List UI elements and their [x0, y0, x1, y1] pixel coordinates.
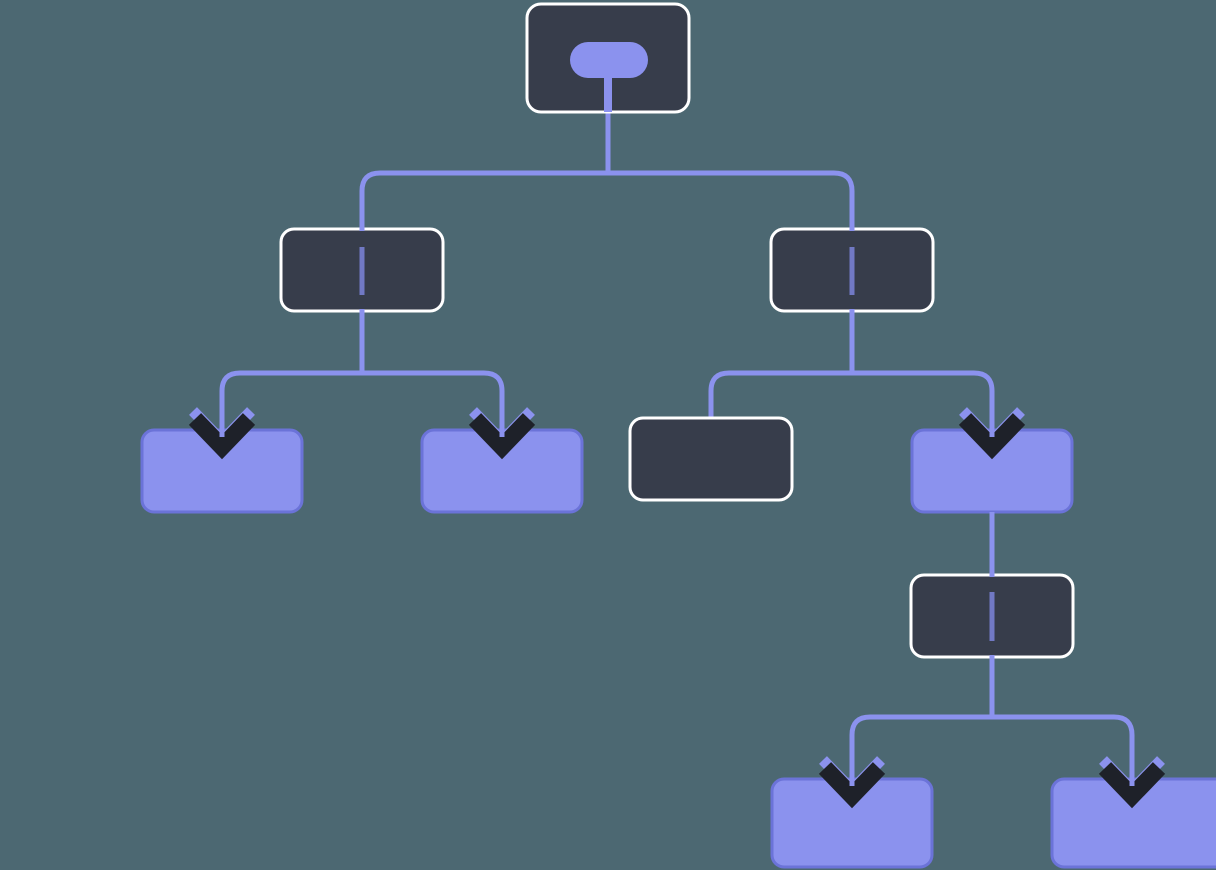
- edge-left1-to-leaf-b: [359, 311, 505, 436]
- edge-right1-to-accent: [849, 311, 995, 436]
- arrowhead-dark-chevron-icon: [958, 413, 1026, 460]
- node-right-dark-plain[interactable]: [628, 416, 794, 502]
- arrowhead-dark-chevron-icon: [818, 762, 886, 809]
- arrowhead-leaf-left-b: [468, 407, 536, 460]
- node-root-stem-icon: [604, 70, 612, 112]
- edge-r3-to-leaf-a: [849, 657, 995, 786]
- connector-overlay-left1: [359, 213, 855, 373]
- connector-layer: [219, 112, 1135, 786]
- arrowhead-layer: [188, 407, 1166, 809]
- arrowhead-dark-chevron-icon: [468, 413, 536, 460]
- edge-left1-to-leaf-a: [219, 311, 365, 436]
- arrowhead-dark-chevron-icon: [1098, 762, 1166, 809]
- node-right-dark-plain-body[interactable]: [628, 416, 794, 502]
- node-root-pill-icon: [570, 42, 648, 78]
- edge-root-to-left-1: [359, 112, 611, 340]
- node-root[interactable]: [525, 2, 691, 114]
- arrowhead-leaf-bottom-a: [818, 756, 886, 809]
- connector-tips: [219, 391, 1135, 786]
- arrowhead-dark-chevron-icon: [188, 413, 256, 460]
- arrowhead-right-accent: [958, 407, 1026, 460]
- arrowhead-leaf-bottom-b: [1098, 756, 1166, 809]
- arrowhead-leaf-left-a: [188, 407, 256, 460]
- edge-root-to-right-1: [605, 112, 855, 340]
- connector-inner-left1: [359, 247, 855, 295]
- edge-r3-to-leaf-b: [989, 657, 1135, 786]
- edge-right1-to-dark-plain: [708, 311, 855, 419]
